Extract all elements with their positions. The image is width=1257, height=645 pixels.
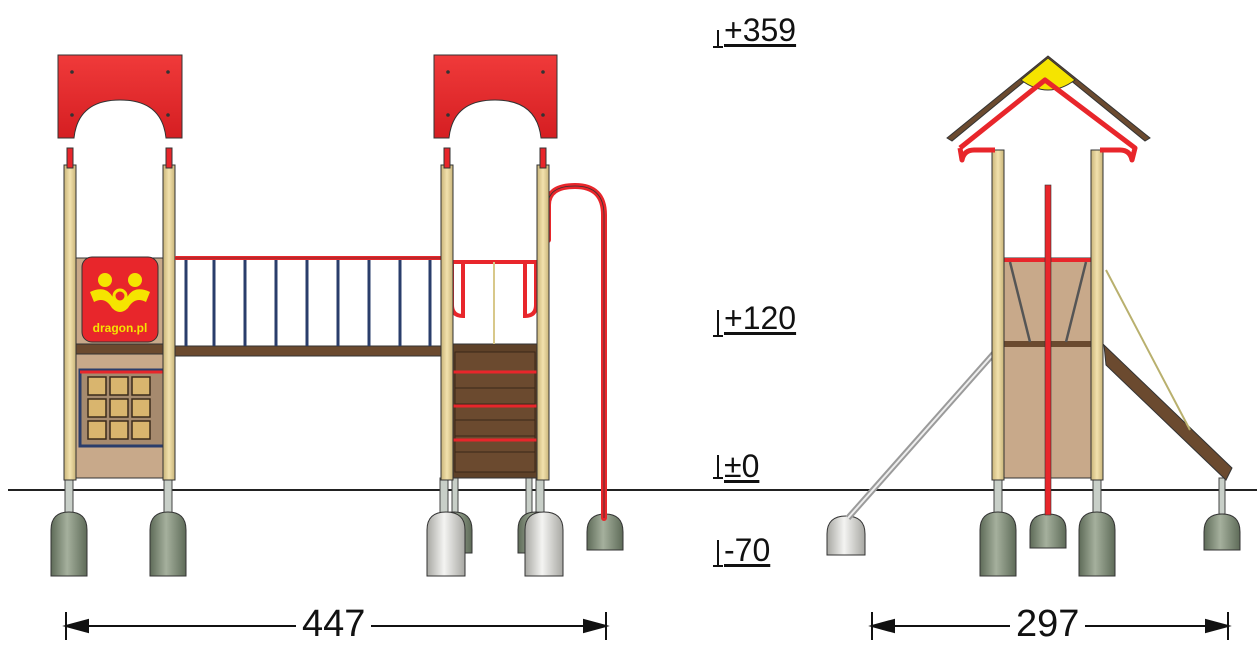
foundation-block (1029, 513, 1067, 549)
level-label-platform: +120 (724, 300, 797, 336)
foundation-block (517, 477, 564, 577)
left-deck (65, 343, 175, 355)
level-markers (713, 30, 723, 567)
front-elevation: dragon.pl (50, 54, 624, 577)
right-roof-board (433, 54, 558, 139)
foundation-block (149, 477, 187, 577)
dimension-front-width: 447 (296, 605, 372, 643)
dimension-side-width: 297 (1010, 605, 1086, 643)
foundation-block (50, 477, 88, 577)
foundation-block (826, 515, 866, 556)
level-label-ground: ±0 (724, 448, 760, 484)
left-roof-board (57, 54, 183, 139)
logo-sign (81, 256, 159, 343)
side-tower-posts (991, 149, 1104, 481)
fire-pole (545, 182, 607, 521)
side-elevation (826, 55, 1241, 577)
side-pole (1044, 184, 1052, 516)
foundation-block (1078, 477, 1116, 577)
logo-text: dragon.pl (93, 321, 148, 335)
right-tower-posts (440, 147, 550, 481)
right-tower-steps (451, 351, 539, 473)
foundation-block (426, 477, 473, 577)
foundation-block (979, 477, 1017, 577)
level-label-foundation: -70 (724, 532, 771, 568)
climbing-net-panel (78, 368, 166, 448)
side-handrails (1008, 261, 1088, 343)
rope-bridge (174, 256, 444, 357)
side-ramp (1103, 269, 1233, 481)
side-roof (946, 55, 1151, 163)
left-tower-posts (63, 147, 176, 481)
foundation-block (1203, 477, 1241, 551)
right-tower-handrails (450, 260, 540, 344)
level-label-top: +359 (724, 12, 797, 48)
front-foundations (50, 477, 624, 577)
